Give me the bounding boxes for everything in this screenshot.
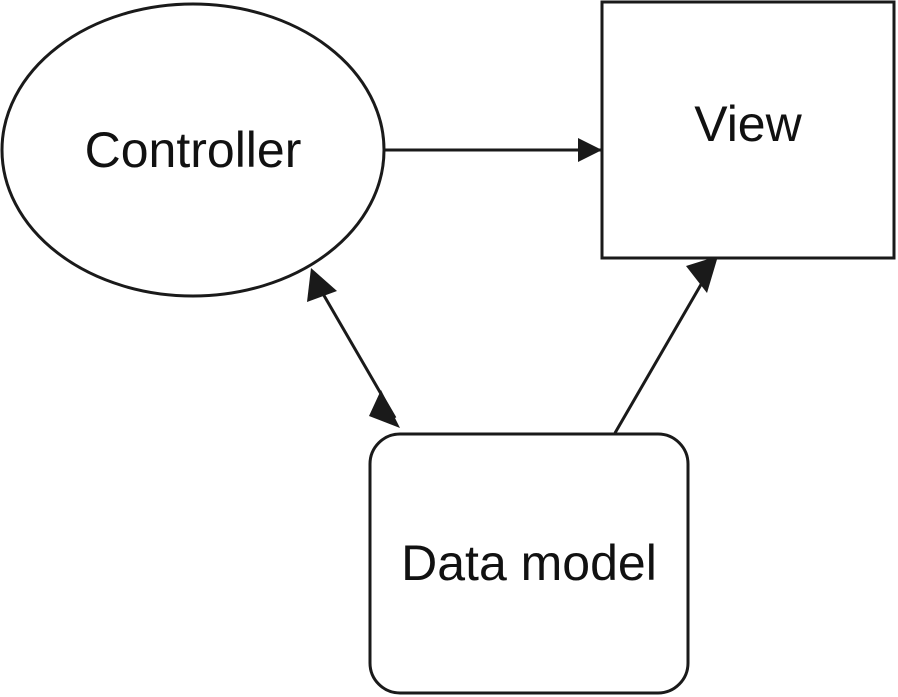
node-view[interactable]: View — [600, 0, 896, 260]
arrowhead-into-view-left — [578, 138, 602, 162]
edge-controller-to-view[interactable] — [385, 138, 602, 162]
view-rectangle — [600, 0, 896, 260]
node-controller[interactable]: Controller — [0, 2, 386, 298]
controller-label: Controller — [85, 122, 302, 178]
arrowhead-into-controller — [307, 268, 337, 302]
view-label: View — [694, 96, 802, 152]
data-model-label: Data model — [401, 535, 657, 591]
arrowhead-into-view-bottom — [686, 256, 718, 293]
controller-ellipse — [0, 2, 386, 298]
arrowhead-into-data-model — [369, 390, 400, 428]
edge-data-model-to-view-line — [613, 268, 712, 434]
edge-controller-to-data-model[interactable] — [307, 268, 400, 428]
node-data-model[interactable]: Data model — [368, 432, 690, 695]
data-model-rounded-rectangle — [368, 432, 690, 695]
edge-data-model-to-view[interactable] — [613, 256, 718, 434]
